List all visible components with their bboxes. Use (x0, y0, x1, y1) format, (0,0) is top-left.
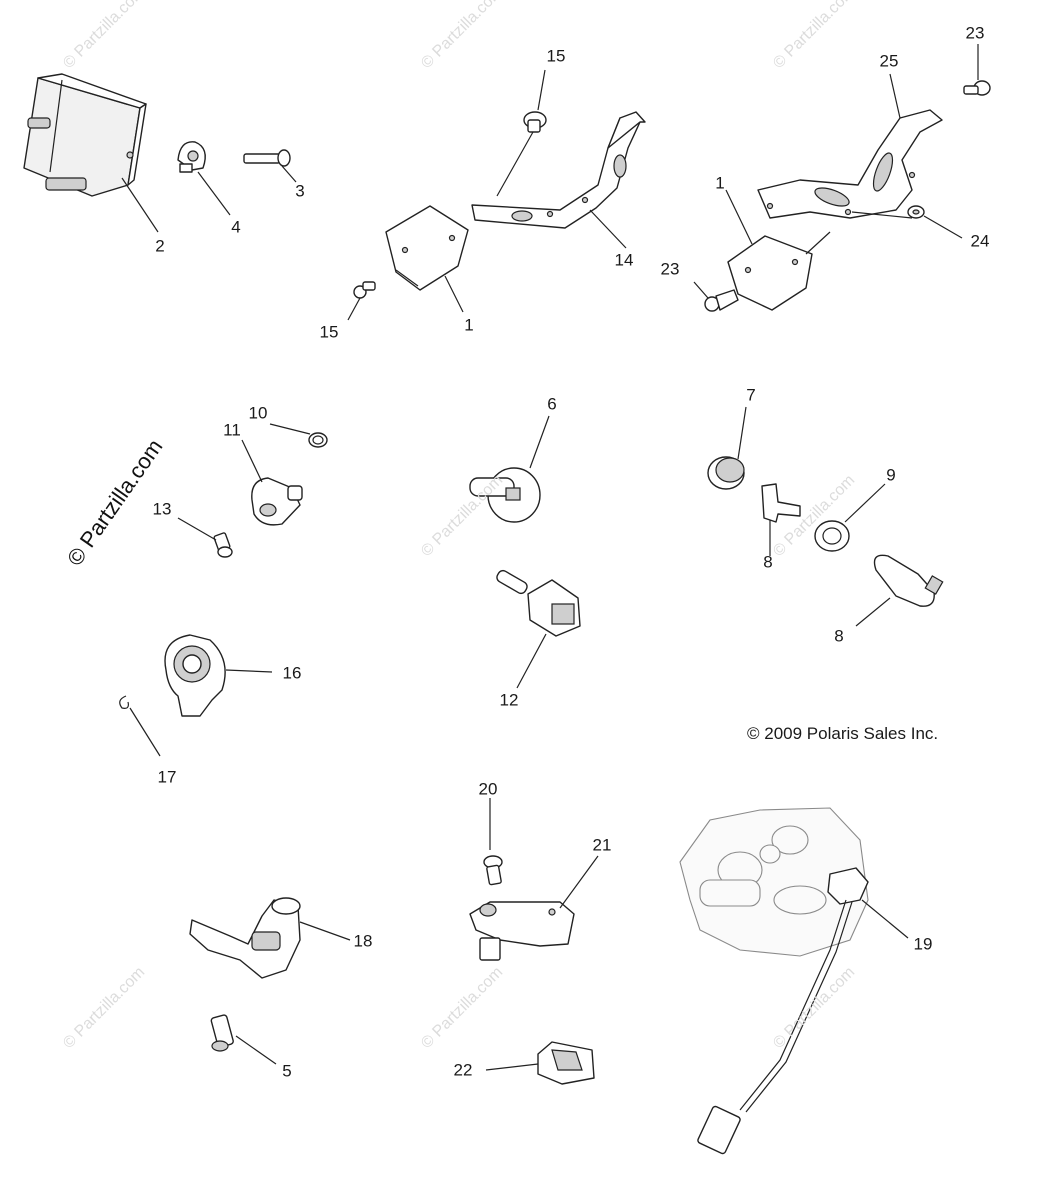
part-cam-sensor-18 (189, 897, 301, 979)
part-screw-23-top (963, 80, 991, 96)
part-cap-7 (707, 456, 745, 490)
callout-3: 3 (295, 181, 305, 201)
callout-23-lower: 23 (660, 259, 680, 279)
part-map-sensor-21 (469, 901, 575, 961)
callout-14: 14 (614, 250, 634, 270)
callout-23-top: 23 (965, 23, 985, 43)
callout-15-lower: 15 (319, 322, 339, 342)
callout-20: 20 (478, 779, 498, 799)
callout-2: 2 (155, 236, 165, 256)
part-sensor-12 (496, 569, 581, 637)
part-pad-1-left (385, 205, 469, 291)
part-pad-1-right (727, 235, 813, 311)
callout-22: 22 (453, 1060, 473, 1080)
part-knock-sensor-16 (164, 634, 226, 717)
callout-21: 21 (592, 835, 612, 855)
part-bracket-25 (757, 109, 943, 219)
part-sensor-19 (697, 867, 869, 1155)
callout-13: 13 (152, 499, 172, 519)
part-bolt-20 (483, 855, 503, 886)
callout-7: 7 (746, 385, 756, 405)
callout-4: 4 (231, 217, 241, 237)
callout-8-lower: 8 (834, 626, 844, 646)
copyright-notice: © 2009 Polaris Sales Inc. (747, 724, 939, 743)
part-engine-ghost (679, 807, 869, 957)
part-bolt-5 (210, 1014, 234, 1052)
part-bolt-13 (213, 532, 233, 558)
callout-6: 6 (547, 394, 557, 414)
callout-9: 9 (886, 465, 896, 485)
callout-8-upper: 8 (763, 552, 773, 572)
part-rivet-15-top (523, 111, 547, 133)
callout-16: 16 (282, 663, 302, 683)
callout-18: 18 (353, 931, 373, 951)
part-switch-22 (537, 1041, 595, 1085)
part-bolt-3 (243, 149, 291, 167)
callout-24: 24 (970, 231, 990, 251)
callout-5: 5 (282, 1061, 292, 1081)
callout-17: 17 (157, 767, 177, 787)
part-ecu-box (23, 73, 147, 197)
part-screw-15-lower (353, 281, 376, 299)
part-nut-24 (907, 205, 925, 219)
part-clamp (177, 141, 206, 173)
callout-15-top: 15 (546, 46, 566, 66)
callout-1-left: 1 (464, 315, 474, 335)
callout-1-right: 1 (715, 173, 725, 193)
callout-10: 10 (248, 403, 268, 423)
part-clip-17 (119, 695, 129, 709)
part-grommet-9 (814, 520, 850, 552)
part-screw-23-lower (704, 289, 739, 312)
callout-11: 11 (223, 420, 241, 440)
part-oring-10 (308, 432, 328, 448)
part-sensor-11 (251, 477, 303, 526)
callout-25: 25 (879, 51, 899, 71)
part-bracket-14 (471, 111, 646, 229)
part-sensor-6 (469, 467, 541, 523)
part-switch-8 (873, 554, 944, 607)
callout-19: 19 (913, 934, 933, 954)
part-tab-8 (761, 483, 801, 523)
callout-12: 12 (499, 690, 519, 710)
